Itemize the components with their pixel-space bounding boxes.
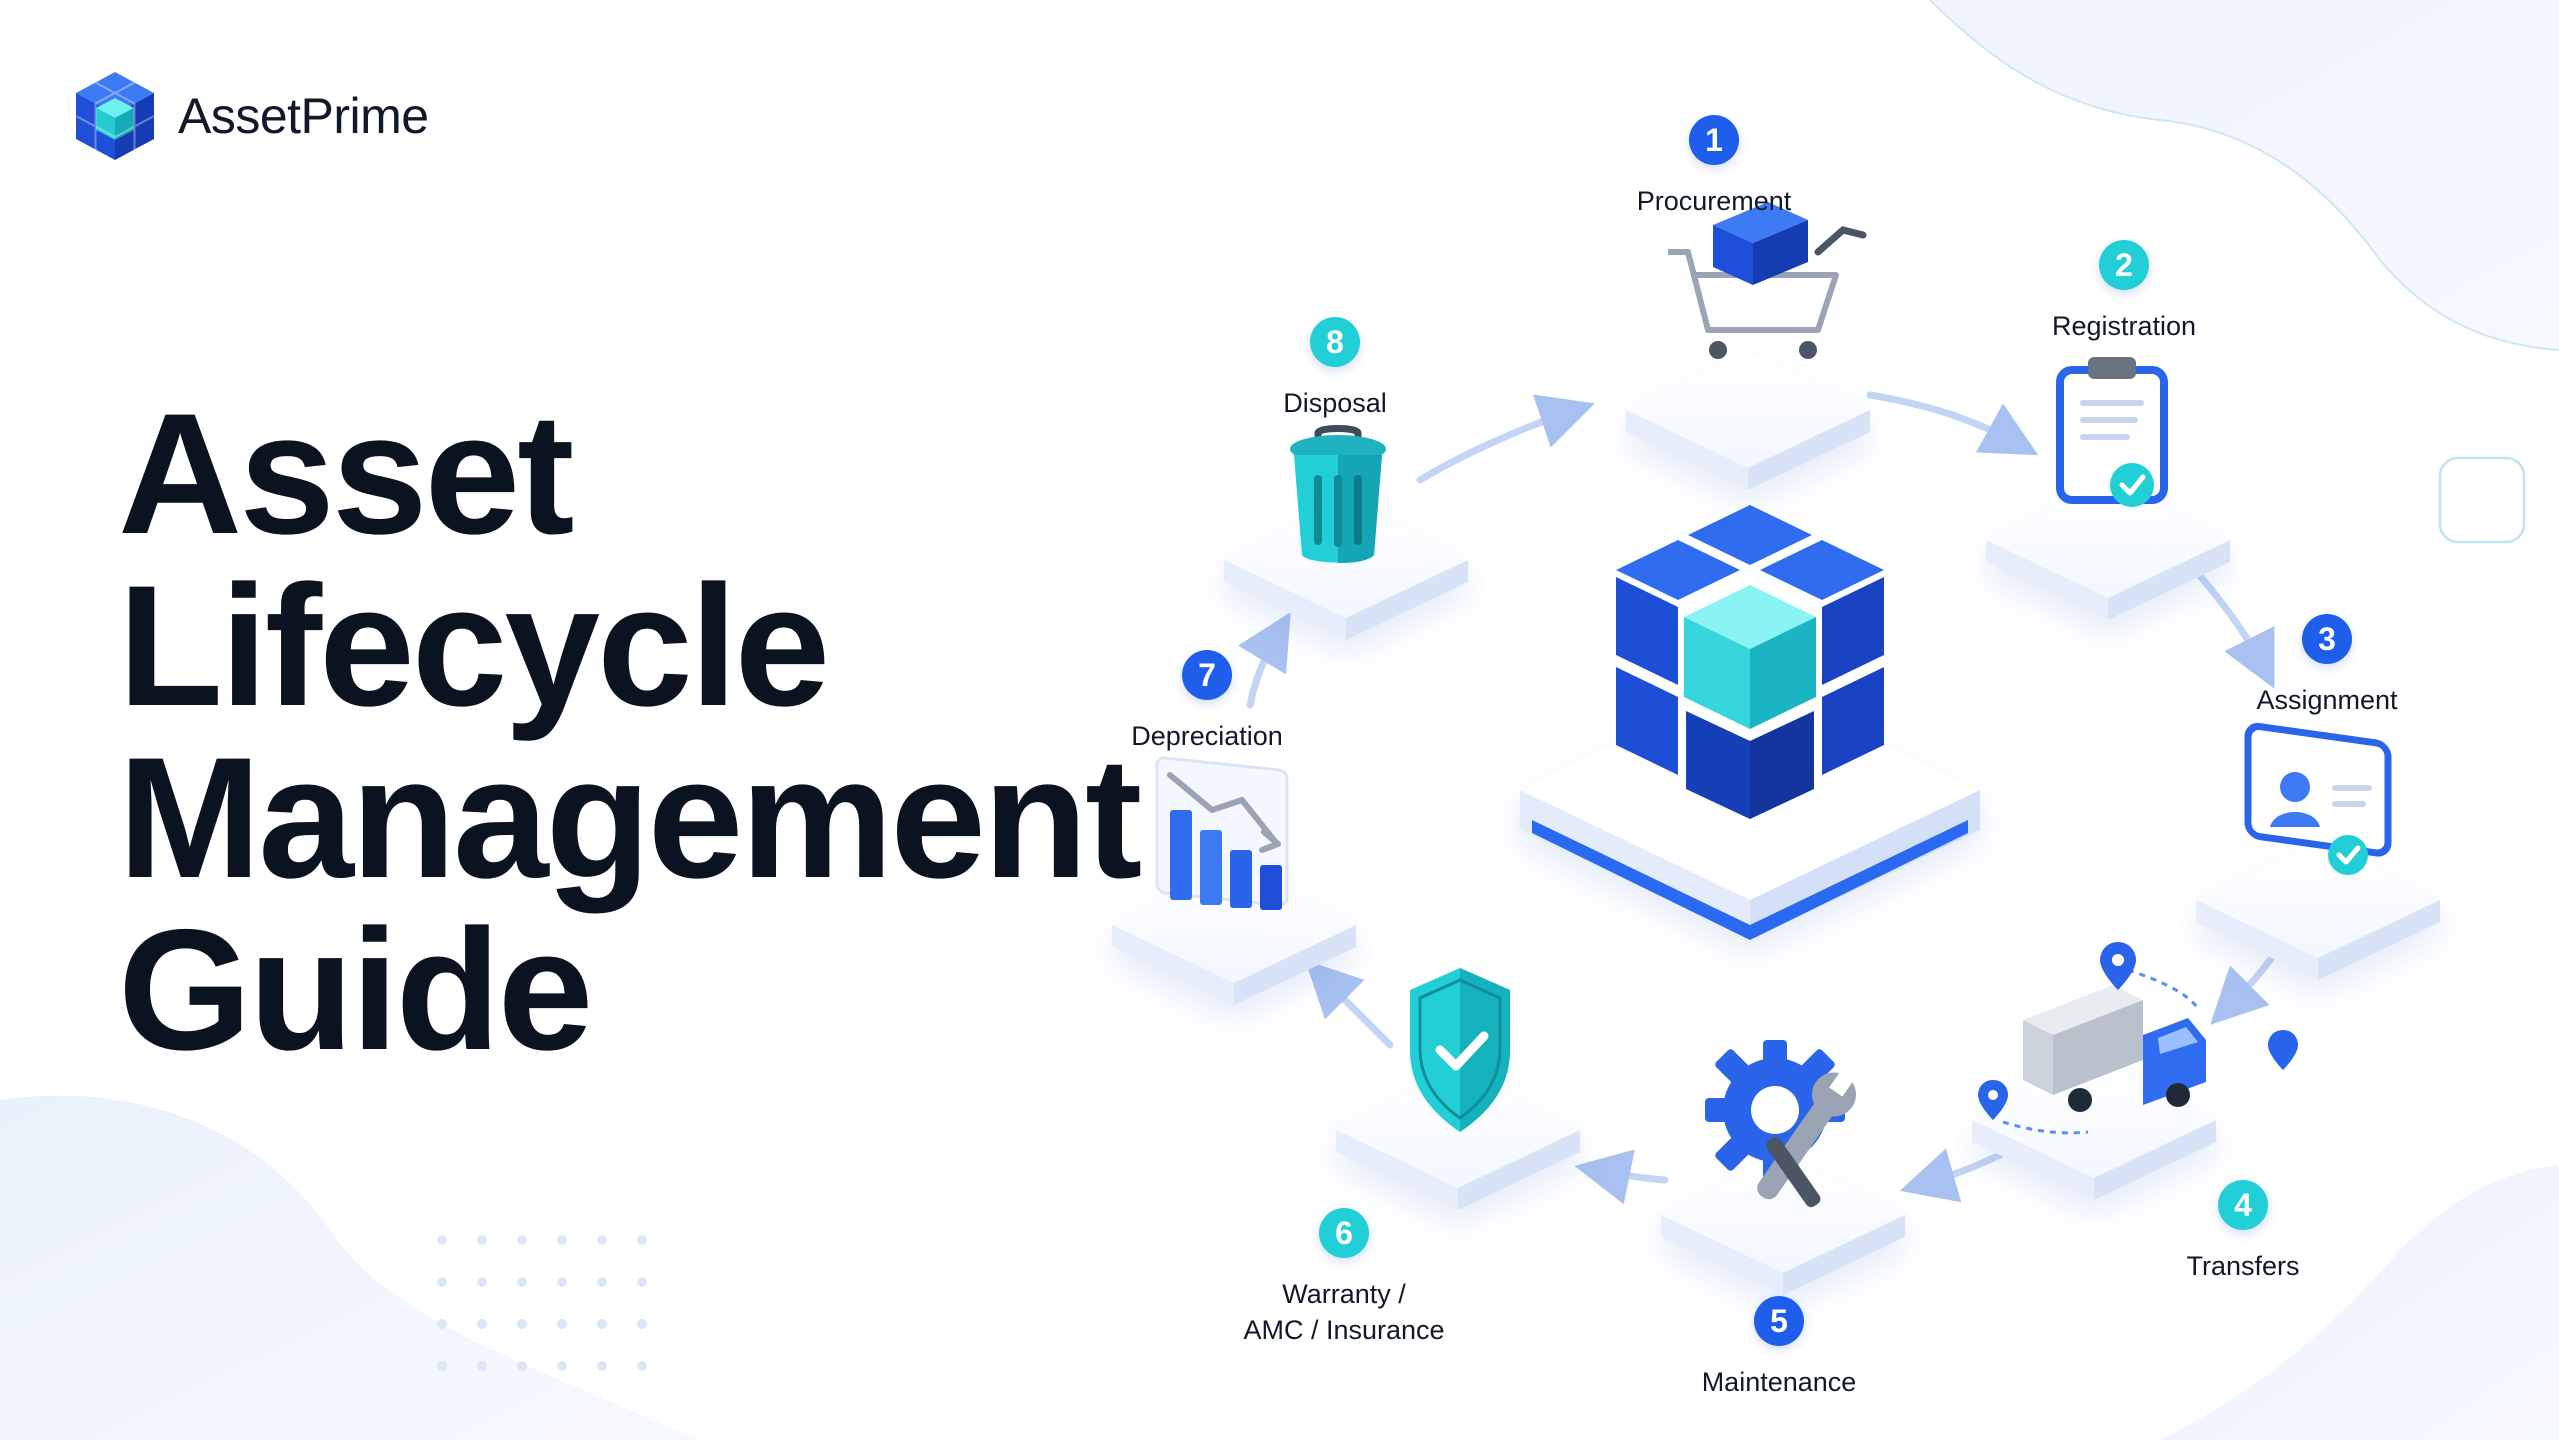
platform-assignment [2196, 842, 2440, 980]
platform-registration [1986, 482, 2230, 620]
bottom-left-wave [0, 1095, 700, 1440]
step-label: Depreciation [1131, 721, 1283, 751]
step-number-badge: 1 [1689, 115, 1739, 165]
decor-dot [637, 1277, 647, 1287]
brand-name: AssetPrime [178, 88, 429, 144]
decor-dot [517, 1361, 527, 1371]
arrow-2-to-3 [2191, 566, 2275, 689]
shopping-cart-icon [1668, 202, 1867, 359]
decor-dot [597, 1361, 607, 1371]
decor-dot [597, 1277, 607, 1287]
step-number-badge: 8 [1310, 317, 1360, 367]
step-number-badge: 4 [2218, 1180, 2268, 1230]
page-title: Asset Lifecycle Management Guide [118, 378, 1142, 1086]
arrow-5-to-6 [1574, 1149, 1669, 1205]
gear-wrench-icon [1705, 1040, 1857, 1208]
decor-dot [557, 1361, 567, 1371]
arrow-6-to-7 [1305, 960, 1394, 1049]
decor-dot [437, 1319, 447, 1329]
title-line-4: Guide [118, 894, 593, 1086]
decor-dot [637, 1235, 647, 1245]
title-line-3: Management [118, 722, 1142, 914]
step-warranty: 6 Warranty / AMC / Insurance [1184, 1208, 1504, 1348]
step-label: Registration [2051, 311, 2197, 341]
decor-dot [557, 1319, 567, 1329]
arrow-8-to-1 [1416, 394, 1595, 484]
clipboard-check-icon [2056, 357, 2168, 507]
decor-dot [597, 1319, 607, 1329]
step-procurement: 1 Procurement [1554, 115, 1874, 219]
trash-bin-icon [1290, 425, 1386, 563]
title-line-2: Lifecycle [118, 550, 830, 742]
step-maintenance: 5 Maintenance [1619, 1296, 1939, 1400]
decor-square [2438, 456, 2526, 544]
decor-dot [557, 1277, 567, 1287]
step-transfers: 4 Transfers [2083, 1180, 2403, 1284]
shield-check-icon [1410, 968, 1510, 1132]
step-number-badge: 7 [1182, 650, 1232, 700]
decor-dot [517, 1277, 527, 1287]
step-assignment: 3 Assignment [2167, 614, 2487, 718]
brand: AssetPrime [72, 68, 429, 164]
step-number-badge: 5 [1754, 1296, 1804, 1346]
title-line-1: Asset [118, 378, 574, 570]
step-number-badge: 3 [2302, 614, 2352, 664]
decor-dot [517, 1235, 527, 1245]
decor-dot [637, 1319, 647, 1329]
step-label: Assignment [2256, 685, 2398, 715]
top-right-wave [1930, 0, 2559, 350]
declining-bar-chart-icon [1155, 756, 1289, 910]
asset-cube-icon [1520, 505, 1980, 940]
delivery-truck-icon [1978, 942, 2298, 1135]
decor-dot [637, 1361, 647, 1371]
step-label: Disposal [1283, 388, 1387, 418]
step-number-badge: 2 [2099, 240, 2149, 290]
decor-dot [597, 1235, 607, 1245]
decor-dot [437, 1235, 447, 1245]
cube-logo-icon [75, 72, 155, 160]
step-disposal: 8 Disposal [1175, 317, 1495, 421]
decor-dot [437, 1277, 447, 1287]
step-label: Warranty / AMC / Insurance [1184, 1276, 1504, 1348]
id-card-icon [2244, 722, 2392, 875]
decor-dot [517, 1319, 527, 1329]
step-registration: 2 Registration [1964, 240, 2284, 344]
decor-dot [557, 1235, 567, 1245]
step-label: Maintenance [1701, 1367, 1857, 1397]
platform-procurement [1626, 352, 1870, 490]
arrow-1-to-2 [1866, 391, 2039, 456]
dot-grid [437, 1235, 647, 1371]
step-label: Transfers [2186, 1251, 2300, 1281]
decor-dot [477, 1319, 487, 1329]
step-depreciation: 7 Depreciation [1047, 650, 1367, 754]
arrow-4-to-5 [1899, 1146, 2014, 1203]
decor-dot [477, 1361, 487, 1371]
decor-dot [437, 1361, 447, 1371]
platform-maintenance [1661, 1157, 1905, 1295]
arrow-7-to-8 [1237, 611, 1291, 709]
step-number-badge: 6 [1319, 1208, 1369, 1258]
decor-dot [477, 1277, 487, 1287]
step-label-line-2: AMC / Insurance [1243, 1315, 1445, 1345]
step-label: Procurement [1636, 186, 1792, 216]
step-label-line-1: Warranty / [1282, 1279, 1406, 1309]
bottom-right-wave [2160, 1165, 2559, 1440]
decor-dot [477, 1235, 487, 1245]
